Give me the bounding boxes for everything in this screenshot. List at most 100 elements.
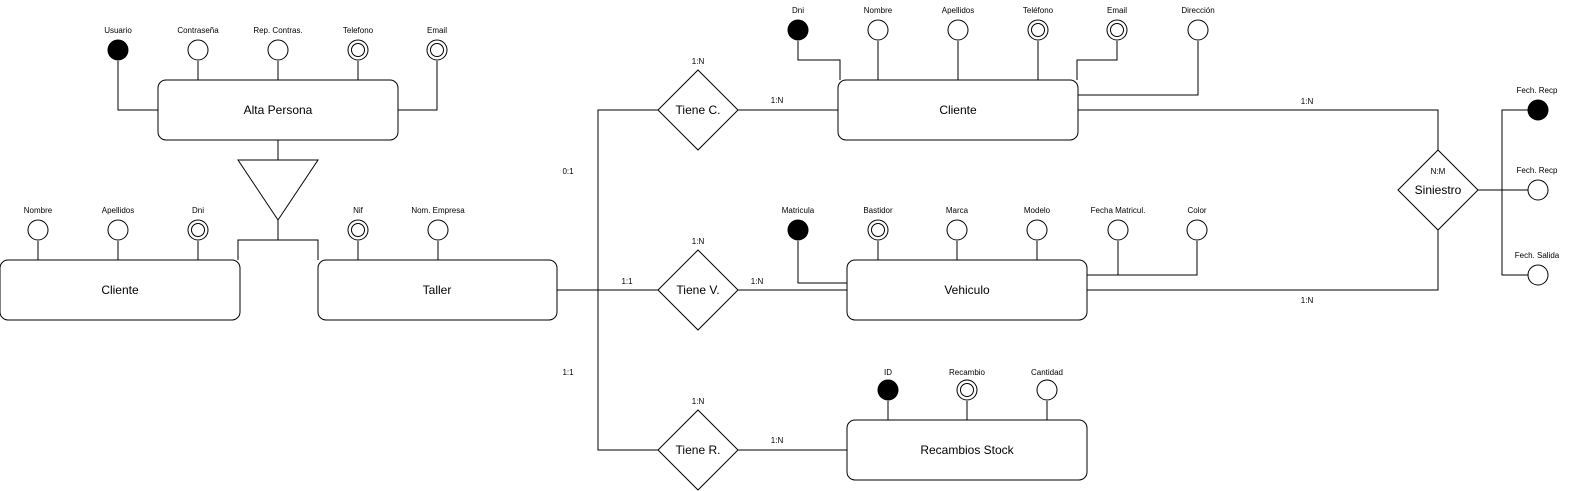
attr-telefono-inner (351, 43, 365, 57)
attr-bastidor-circle (867, 219, 889, 241)
attr-label: Nombre (24, 206, 53, 215)
attr-cr-email-inner (1110, 23, 1124, 37)
relationship-label: Tiene R. (676, 443, 721, 457)
attr-cl-dni-circle (187, 219, 209, 241)
cardinality-label: 1:N (692, 397, 705, 406)
attr-label: Email (1107, 6, 1127, 15)
relationship-tiene-c: Tiene C. (657, 69, 739, 151)
attr-label: Nombre (864, 6, 893, 15)
attr-cr-email-circle (1106, 19, 1128, 41)
attr-cr-apellidos-circle (947, 19, 969, 41)
entity-label: Alta Persona (244, 103, 313, 117)
attr-label: Modelo (1024, 206, 1051, 215)
attr-label: Dni (192, 206, 204, 215)
attr-email-inner (430, 43, 444, 57)
attr-color-circle (1186, 219, 1208, 241)
edge-usuario (117, 61, 158, 111)
attr-label: Nom. Empresa (411, 206, 465, 215)
edge-trunk-tiener (597, 290, 658, 451)
attr-label: Usuario (104, 26, 132, 35)
attr-label: Fech. Recp (1517, 166, 1558, 175)
relationship-tiene-v: Tiene V. (657, 249, 739, 331)
attr-label: Recambio (949, 368, 986, 377)
attr-label: Rep. Contras. (253, 26, 302, 35)
attr-nif-inner (351, 223, 365, 237)
attribute-labels: Usuario Contraseña Rep. Contras. Telefon… (24, 6, 1560, 377)
cardinality-label: 0:1 (562, 167, 574, 176)
cardinality-label: 1:N (692, 57, 705, 66)
cardinality-label: 1:N (771, 96, 784, 105)
cardinality-label: 1:N (771, 436, 784, 445)
attr-nom-empresa-circle (427, 219, 449, 241)
edges (37, 41, 1528, 451)
attr-telefono-circle (347, 39, 369, 61)
attr-label: Dni (792, 6, 804, 15)
attr-label: Dirección (1181, 6, 1214, 15)
attr-usuario-key-dot (107, 39, 129, 61)
entity-taller: Taller (317, 259, 558, 321)
attr-fech-salida-circle (1527, 264, 1549, 286)
attributes (27, 19, 1549, 401)
attr-label: ID (884, 368, 892, 377)
attr-bastidor-inner (871, 223, 885, 237)
attr-recambio-circle (956, 379, 978, 401)
edge-cr-direccion (1078, 41, 1199, 96)
edge-vehiculo-siniestro (1087, 230, 1439, 291)
entity-label: Taller (423, 283, 452, 297)
attr-label: Contraseña (177, 26, 219, 35)
attr-label: Email (427, 26, 447, 35)
attr-fecha-matricul-circle (1107, 219, 1129, 241)
attr-modelo-circle (1026, 219, 1048, 241)
entity-label: Recambios Stock (920, 443, 1014, 457)
edge-color (1087, 241, 1198, 276)
attr-fech-recp-key-dot (1527, 99, 1549, 121)
attr-cantidad-circle (1036, 379, 1058, 401)
attr-label: Color (1187, 206, 1206, 215)
attr-cl-apellidos-circle (107, 219, 129, 241)
edge-isa-taller (278, 239, 319, 260)
edge-cr-dni (797, 41, 841, 80)
attr-label: Marca (946, 206, 969, 215)
cardinality-label: N:M (1431, 167, 1446, 176)
attr-cl-nombre-circle (27, 219, 49, 241)
attr-id-key-dot (877, 379, 899, 401)
attr-marca-circle (946, 219, 968, 241)
attr-label: Apellidos (102, 206, 134, 215)
attr-rep-contras-circle (267, 39, 289, 61)
edge-trunk-tienec (597, 109, 658, 290)
attr-label: Teléfono (1023, 6, 1054, 15)
relationship-tiene-r: Tiene R. (657, 409, 739, 491)
edge-fech-trunk (1501, 109, 1528, 276)
edge-cliente-siniestro (1078, 109, 1439, 150)
cardinality-label: 1:N (692, 237, 705, 246)
attr-label: Telefono (343, 26, 374, 35)
edge-cr-email (1076, 41, 1118, 80)
entity-cliente-left: Cliente (0, 259, 241, 321)
attr-label: Fech. Salida (1515, 251, 1560, 260)
relationship-label: Siniestro (1415, 183, 1462, 197)
cardinality-labels: 1:N 1:N 1:N 1:1 1:N 1:N 1:N 0:1 1:1 1:N … (562, 57, 1445, 445)
attr-cl-dni-inner (191, 223, 205, 237)
attr-cr-dni-key-dot (787, 19, 809, 41)
cardinality-label: 1:N (1301, 296, 1314, 305)
isa-triangle (237, 159, 319, 221)
cardinality-label: 1:1 (562, 368, 574, 377)
attr-label: Bastidor (863, 206, 893, 215)
attr-label: Fech. Recp (1517, 86, 1558, 95)
attr-cr-direccion-circle (1187, 19, 1209, 41)
entity-label: Vehiculo (944, 283, 990, 297)
attr-label: Nif (353, 206, 364, 215)
attr-contrasena-circle (187, 39, 209, 61)
edge-matricula (797, 241, 847, 284)
relationship-label: Tiene V. (676, 283, 719, 297)
edge-email (398, 61, 438, 111)
relationship-siniestro: Siniestro (1397, 149, 1479, 231)
entity-vehiculo: Vehiculo (846, 259, 1088, 321)
attr-label: Apellidos (942, 6, 974, 15)
attr-email-circle (426, 39, 448, 61)
entity-label: Cliente (939, 103, 977, 117)
cardinality-label: 1:N (1301, 97, 1314, 106)
entity-cliente-right: Cliente (837, 79, 1079, 141)
attr-nif-circle (347, 219, 369, 241)
